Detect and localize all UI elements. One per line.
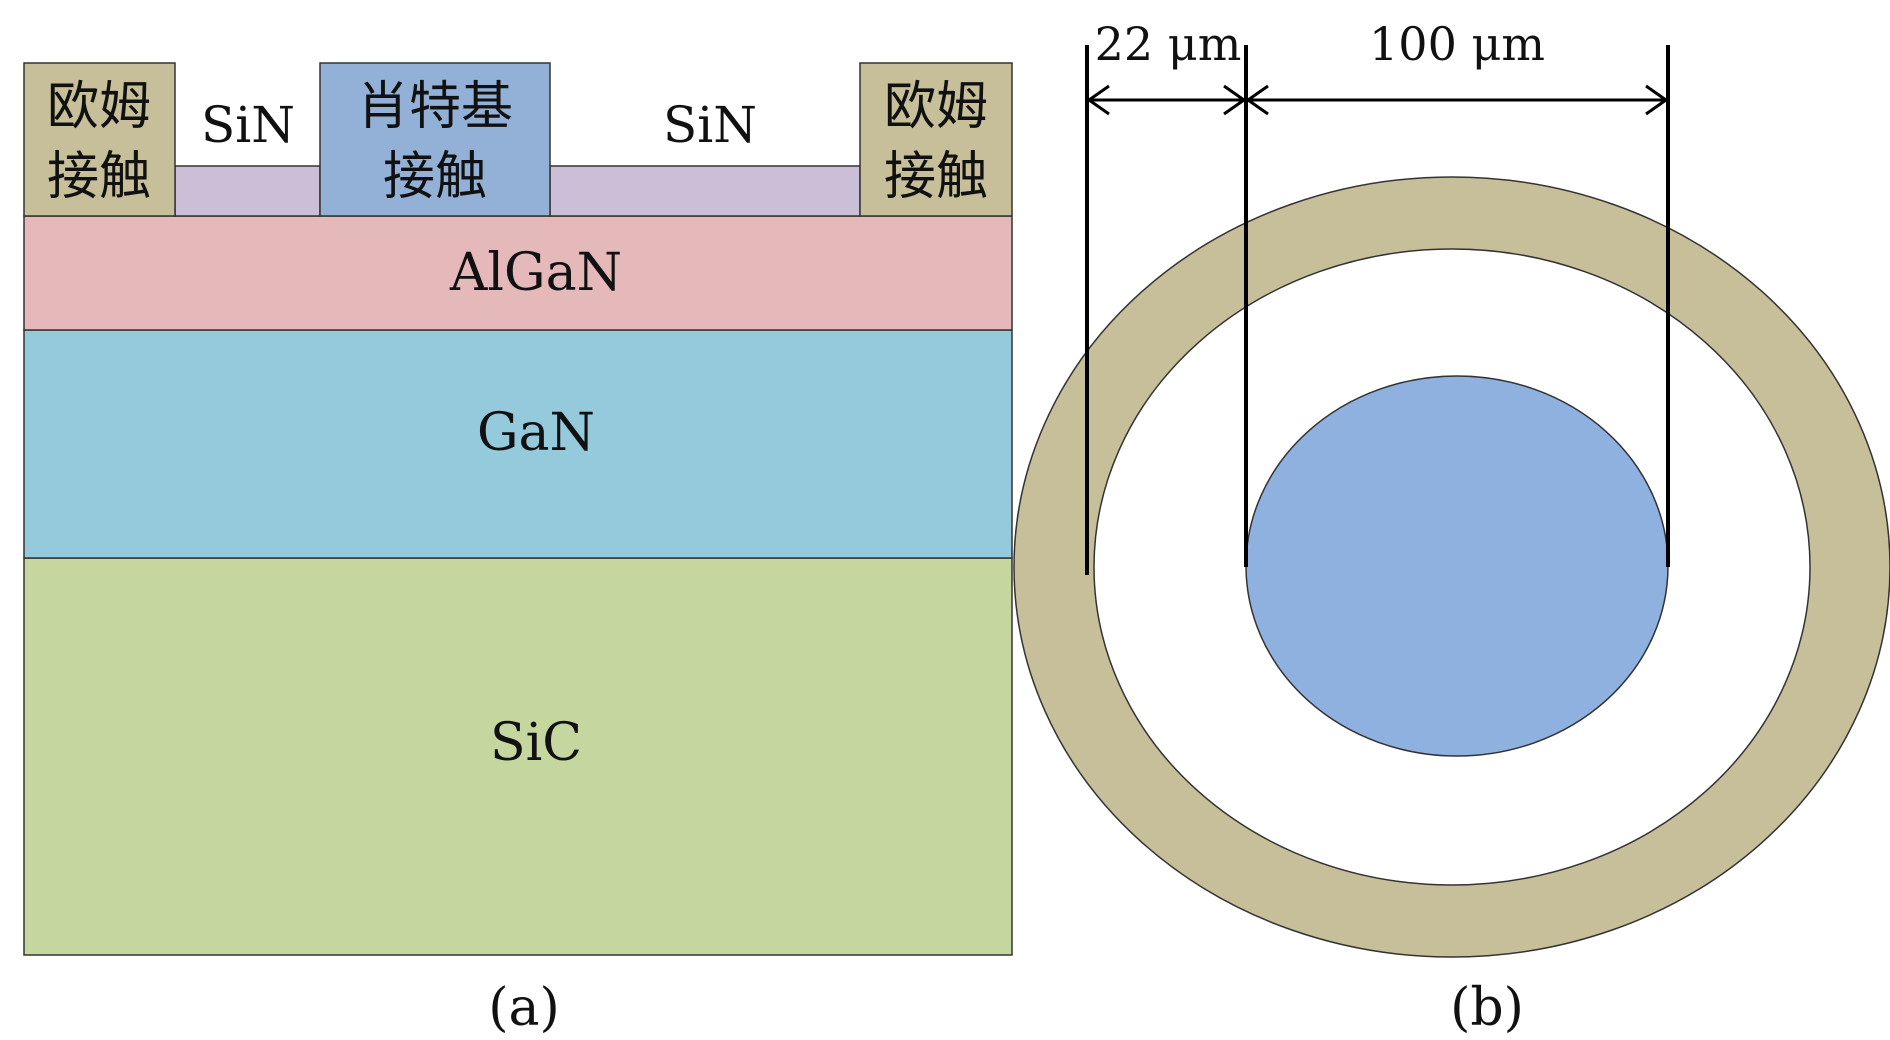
ohmic-contact-right xyxy=(859,62,1013,217)
schottky-label-line1: 肖特基 xyxy=(357,77,513,137)
sic-layer xyxy=(23,557,1013,956)
gan-label: GaN xyxy=(477,403,595,463)
gap-dimension-label: 22 μm xyxy=(1095,17,1242,71)
gan-layer xyxy=(23,329,1013,559)
ohmic-right-label-line1: 欧姆 xyxy=(884,77,988,137)
caption-b: (b) xyxy=(1450,978,1524,1038)
panel-a-cross-section: 欧姆 接触 肖特基 接触 欧姆 接触 SiN SiN AlGaN GaN SiC… xyxy=(23,62,1013,1038)
schottky-label-line2: 接触 xyxy=(383,147,487,207)
sin-left-label: SiN xyxy=(201,96,295,154)
schottky-contact xyxy=(319,62,551,217)
dimension-arrow-diameter xyxy=(1245,84,1669,116)
ohmic-right-label-line2: 接触 xyxy=(884,147,988,207)
ohmic-contact-left xyxy=(23,62,176,217)
dimension-arrow-gap xyxy=(1086,84,1247,116)
diameter-dimension-label: 100 μm xyxy=(1369,17,1545,71)
sin-passivation-left xyxy=(174,165,321,217)
algan-label: AlGaN xyxy=(449,243,622,303)
panel-b-top-view: 22 μm 100 μm (b) xyxy=(1013,17,1890,1038)
caption-a: (a) xyxy=(488,978,560,1038)
schottky-disk xyxy=(1245,375,1669,757)
sin-right-label: SiN xyxy=(663,96,757,154)
ohmic-left-label-line1: 欧姆 xyxy=(47,77,151,137)
sic-label: SiC xyxy=(490,713,582,773)
ohmic-left-label-line2: 接触 xyxy=(47,147,151,207)
sin-passivation-right xyxy=(549,165,861,217)
